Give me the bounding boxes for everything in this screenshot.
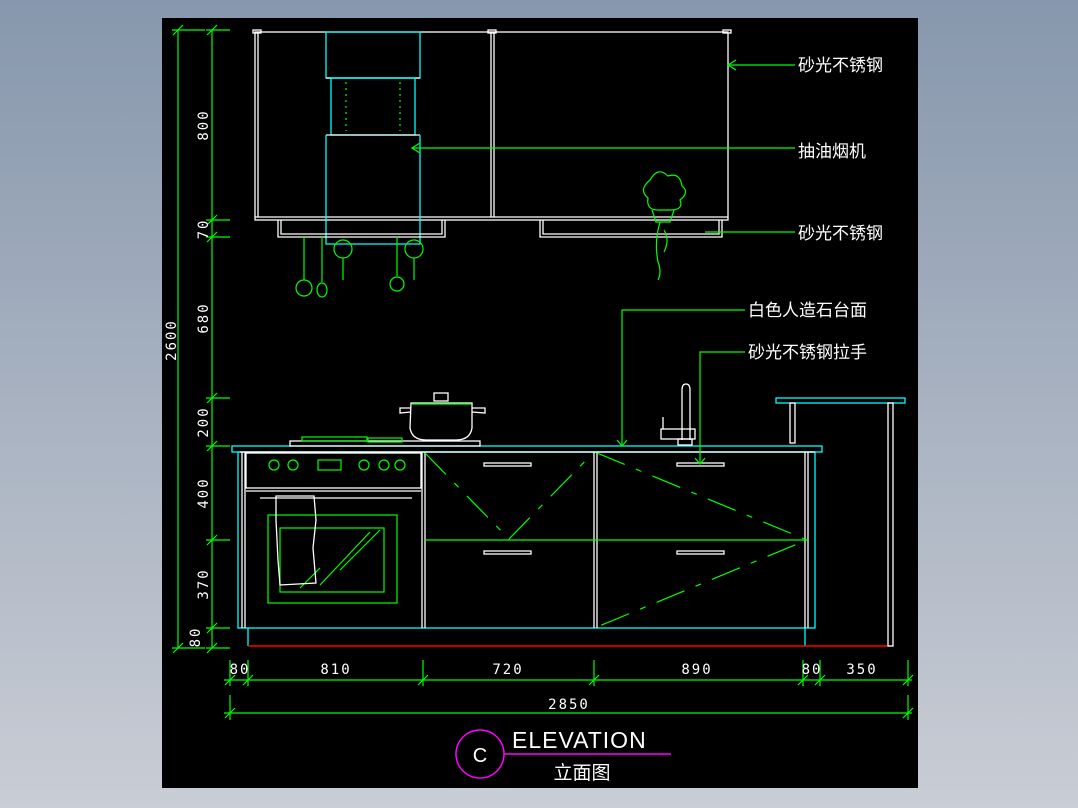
hanging-rail bbox=[277, 220, 723, 238]
dim-400: 400 bbox=[196, 477, 212, 508]
bar-counter bbox=[775, 397, 906, 647]
dim-810: 810 bbox=[320, 662, 351, 678]
label-range-hood: 抽油烟机 bbox=[798, 142, 866, 162]
drawer-handle[interactable] bbox=[483, 462, 532, 467]
dim-70: 70 bbox=[196, 219, 212, 240]
title-zh: 立面图 bbox=[553, 762, 610, 784]
dim-800: 800 bbox=[196, 109, 212, 140]
drawers bbox=[424, 452, 809, 628]
dimension-tick bbox=[206, 622, 218, 634]
dim-370: 370 bbox=[196, 568, 212, 599]
dimension-tick bbox=[224, 674, 236, 686]
countertop bbox=[231, 445, 823, 453]
dim-80: 80 bbox=[188, 627, 204, 648]
dimension-tick bbox=[797, 674, 809, 686]
vertical-dimensions: 2600 800 70 680 200 400 370 80 bbox=[164, 24, 230, 654]
range-hood bbox=[325, 31, 421, 245]
section-marker-letter: C bbox=[473, 745, 487, 767]
dimension-tick bbox=[242, 674, 254, 686]
label-rail-material: 砂光不锈钢 bbox=[798, 224, 883, 244]
title-en: ELEVATION bbox=[512, 727, 647, 753]
horizontal-dimensions: 80 810 720 890 80 350 2850 bbox=[224, 660, 914, 720]
cooking-pot bbox=[399, 392, 486, 441]
leaders bbox=[410, 59, 795, 465]
upper-cabinet bbox=[252, 29, 732, 221]
dimension-tick bbox=[206, 642, 218, 654]
drawer-handle[interactable] bbox=[676, 550, 725, 555]
potted-plant bbox=[642, 171, 687, 281]
hanging-utensils bbox=[295, 237, 424, 298]
dimension-tick bbox=[206, 214, 218, 226]
dim-total-height: 2600 bbox=[164, 319, 180, 361]
dim-890: 890 bbox=[681, 662, 712, 678]
dimension-tick bbox=[206, 534, 218, 546]
dimension-tick bbox=[206, 392, 218, 404]
label-handle: 砂光不锈钢拉手 bbox=[748, 343, 867, 363]
dimension-tick bbox=[417, 674, 429, 686]
label-countertop: 白色人造石台面 bbox=[748, 301, 867, 321]
drawing-title: C ELEVATION 立面图 bbox=[455, 727, 671, 784]
oven bbox=[245, 452, 422, 604]
dim-200: 200 bbox=[196, 406, 212, 437]
dimension-tick bbox=[814, 674, 826, 686]
dim-350: 350 bbox=[846, 662, 877, 678]
dimension-tick bbox=[206, 231, 218, 243]
dim-80-right: 80 bbox=[802, 662, 823, 678]
dimension-tick bbox=[224, 707, 236, 719]
dimension-tick bbox=[172, 24, 184, 36]
faucet bbox=[660, 383, 696, 446]
dimension-tick bbox=[172, 642, 184, 654]
dim-80-left: 80 bbox=[230, 662, 251, 678]
dim-720: 720 bbox=[492, 662, 523, 678]
dim-680: 680 bbox=[196, 302, 212, 333]
cooktop bbox=[289, 436, 481, 447]
dimension-tick bbox=[902, 674, 914, 686]
dimension-tick bbox=[902, 707, 914, 719]
dimension-tick bbox=[588, 674, 600, 686]
drawer-handle[interactable] bbox=[483, 550, 532, 555]
label-top-cabinet-material: 砂光不锈钢 bbox=[798, 56, 883, 76]
dimension-tick bbox=[206, 440, 218, 452]
base-cabinet bbox=[237, 451, 890, 647]
dimension-tick bbox=[206, 24, 218, 36]
dim-total-width: 2850 bbox=[548, 697, 590, 713]
